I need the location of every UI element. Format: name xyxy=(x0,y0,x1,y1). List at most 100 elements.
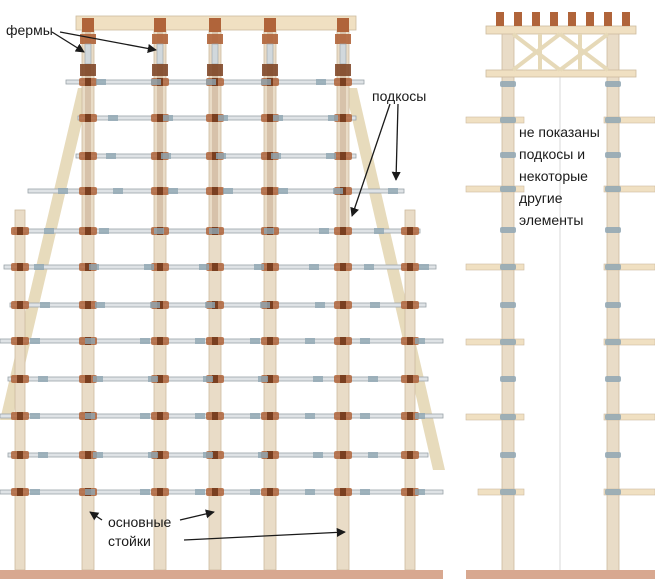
coupler-core xyxy=(340,114,346,122)
side-ledger xyxy=(465,116,525,124)
clamp xyxy=(305,338,315,344)
clamp xyxy=(313,376,323,382)
screw-jack xyxy=(262,34,278,44)
side-ledger xyxy=(603,263,655,271)
side-head xyxy=(496,12,504,26)
clamp xyxy=(223,188,233,194)
clamp xyxy=(30,489,40,495)
side-ledger xyxy=(603,413,655,421)
label-braces: подкосы xyxy=(372,88,427,104)
side-head xyxy=(604,12,612,26)
clamp xyxy=(388,188,398,194)
callout-arrows xyxy=(51,31,401,541)
clamp xyxy=(85,338,95,344)
clamp xyxy=(206,79,216,85)
coupler-core xyxy=(267,263,273,271)
side-coupler xyxy=(500,227,516,233)
clamp xyxy=(89,264,99,270)
clamp xyxy=(261,79,271,85)
coupler-core xyxy=(212,488,218,496)
side-head xyxy=(514,12,522,26)
clamp xyxy=(313,452,323,458)
clamp xyxy=(316,79,326,85)
coupler-core xyxy=(340,227,346,235)
callout-arrow xyxy=(89,511,103,521)
coupler-core xyxy=(267,488,273,496)
coupler-core xyxy=(212,412,218,420)
clamp xyxy=(333,188,343,194)
screw-jack xyxy=(80,34,96,44)
side-head xyxy=(586,12,594,26)
coupler-core xyxy=(157,187,163,195)
coupler-core xyxy=(85,152,91,160)
truss-member xyxy=(511,32,562,72)
side-head xyxy=(622,12,630,26)
brace-left xyxy=(0,88,90,420)
side-head xyxy=(532,12,540,26)
callout-arrow xyxy=(51,31,85,53)
side-ledger xyxy=(465,263,525,271)
side-coupler xyxy=(605,117,621,123)
jack-rod xyxy=(211,43,219,65)
main-post-shade xyxy=(212,30,218,230)
screw-jack xyxy=(207,34,223,44)
callout-arrow xyxy=(183,527,346,541)
coupler-core xyxy=(85,451,91,459)
coupler-core xyxy=(212,114,218,122)
clamp xyxy=(260,302,270,308)
coupler-core xyxy=(267,152,273,160)
callout-arrow xyxy=(350,103,391,217)
clamp xyxy=(195,338,205,344)
side-coupler xyxy=(500,489,516,495)
coupler-core xyxy=(157,412,163,420)
coupler-core xyxy=(17,488,23,496)
clamp xyxy=(415,413,425,419)
coupler-core xyxy=(17,227,23,235)
side-coupler xyxy=(500,117,516,123)
coupler-core xyxy=(85,375,91,383)
clamp xyxy=(360,489,370,495)
clamp xyxy=(140,338,150,344)
clamp xyxy=(150,302,160,308)
coupler-core xyxy=(157,337,163,345)
clamp xyxy=(370,302,380,308)
clamp xyxy=(40,302,50,308)
clamp xyxy=(203,376,213,382)
jack-nut xyxy=(335,64,351,76)
truss-head xyxy=(209,18,221,32)
coupler-core xyxy=(85,301,91,309)
jack-rod xyxy=(266,43,274,65)
callout-arrow xyxy=(391,103,401,181)
coupler-core xyxy=(340,451,346,459)
clamp xyxy=(161,153,171,159)
ground-strip xyxy=(0,570,443,579)
coupler-core xyxy=(407,488,413,496)
clamp xyxy=(93,452,103,458)
coupler-core xyxy=(340,488,346,496)
coupler-core xyxy=(157,451,163,459)
clamp xyxy=(258,452,268,458)
clamp xyxy=(95,302,105,308)
clamp xyxy=(96,79,106,85)
side-coupler xyxy=(500,81,516,87)
clamp xyxy=(360,413,370,419)
jack-nut xyxy=(207,64,223,76)
coupler-core xyxy=(340,375,346,383)
truss-head xyxy=(337,18,349,32)
side-ledger xyxy=(603,488,655,496)
clamp xyxy=(38,376,48,382)
coupler-core xyxy=(157,152,163,160)
side-ledger xyxy=(465,413,525,421)
coupler-core xyxy=(340,301,346,309)
clamp xyxy=(271,153,281,159)
label-main-posts-2: стойки xyxy=(108,533,151,549)
clamp xyxy=(250,489,260,495)
clamp xyxy=(148,452,158,458)
clamp xyxy=(415,338,425,344)
clamp xyxy=(368,376,378,382)
side-coupler xyxy=(605,376,621,382)
clamp xyxy=(374,228,384,234)
clamp xyxy=(258,376,268,382)
clamp xyxy=(326,153,336,159)
side-ledger xyxy=(603,116,655,124)
